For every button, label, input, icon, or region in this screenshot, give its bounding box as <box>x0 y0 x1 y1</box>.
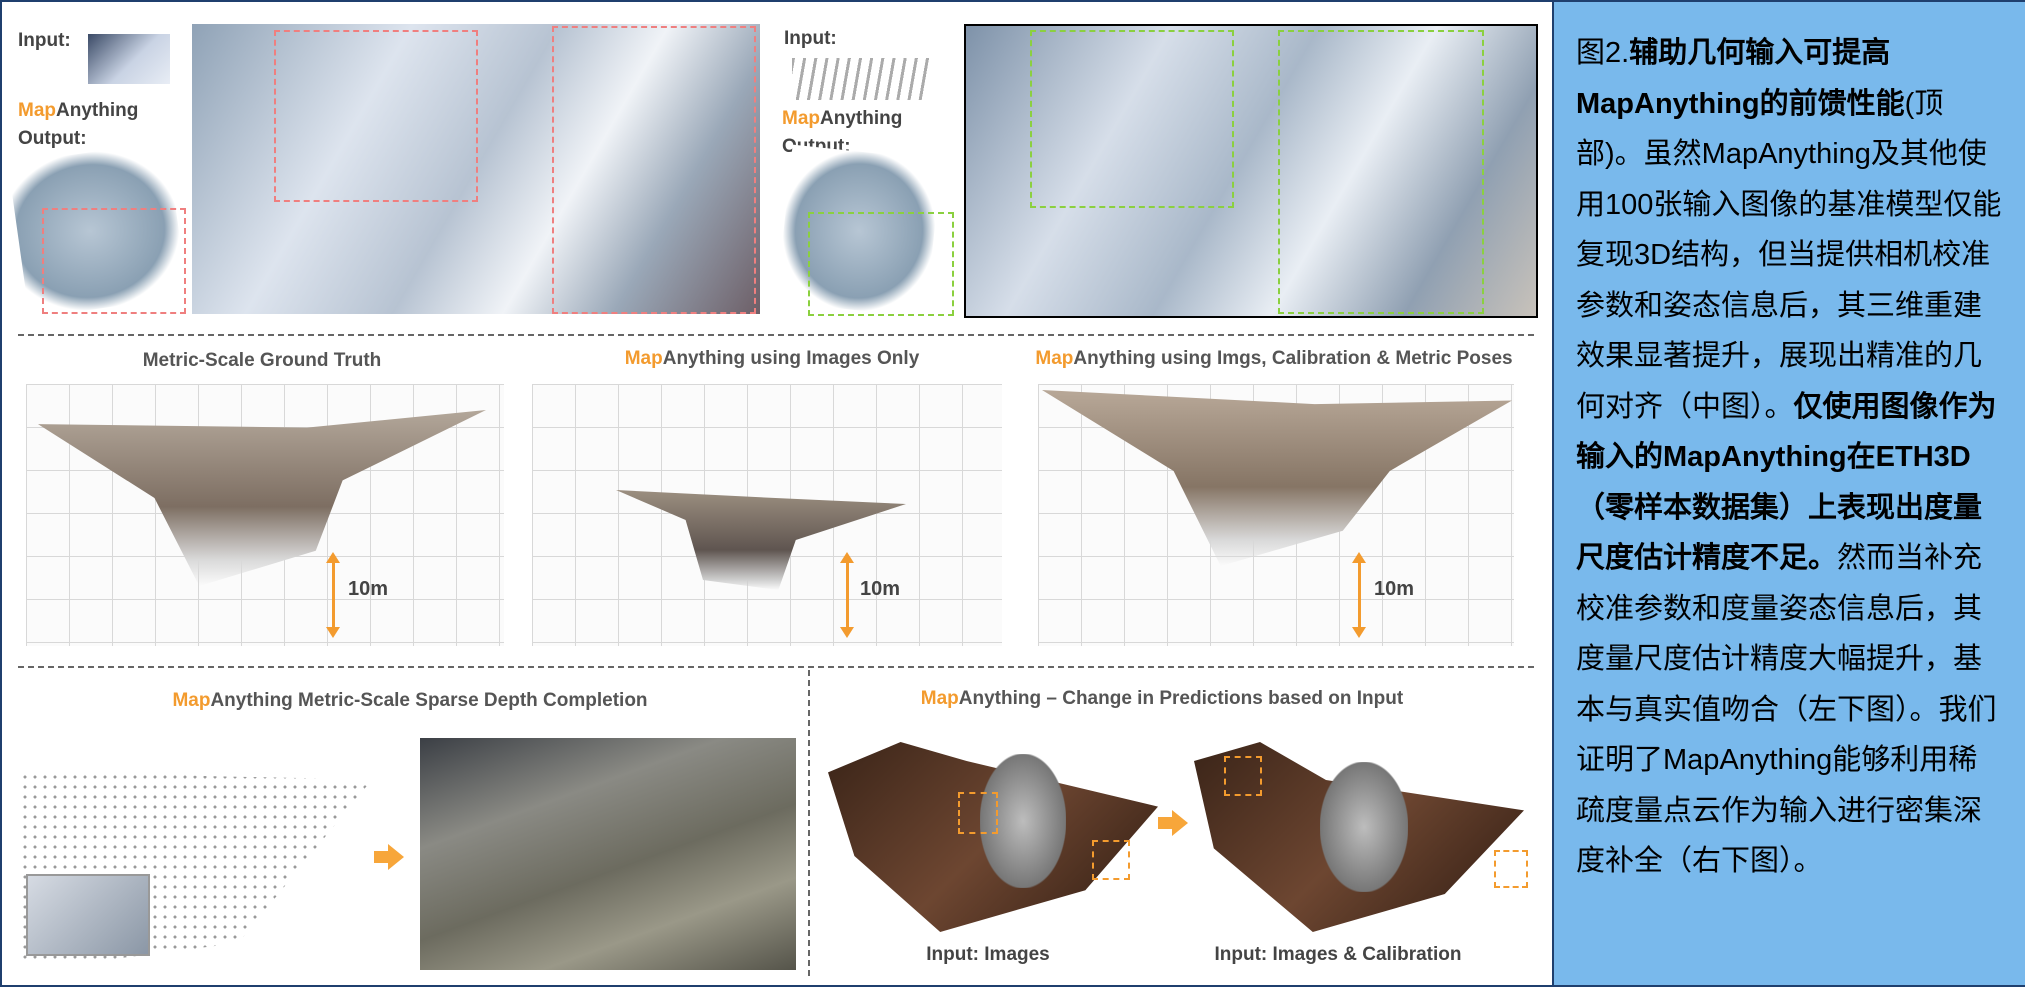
panel1-title: Metric-Scale Ground Truth <box>142 350 382 371</box>
divider-top <box>18 334 1534 336</box>
camera-box-right-2 <box>1494 850 1528 888</box>
top-left-output-label: Output: <box>18 128 87 149</box>
bottom-left-title-text: Anything Metric-Scale Sparse Depth Compl… <box>210 690 648 711</box>
camera-box-left-2 <box>1092 840 1130 880</box>
top-left-input-thumbnails <box>88 34 170 84</box>
caption-bold-1: 辅助几何输入可提高MapAnything的前馈性能 <box>1576 37 1905 120</box>
caption-bold-2: 仅使用图像作为输入的MapAnything在ETH3D（零样本数据集）上表现出度… <box>1576 390 1997 575</box>
statue-object-right <box>1320 762 1408 892</box>
top-right-zoom-box-2 <box>1278 30 1484 314</box>
bottom-right-title: MapAnything – Change in Predictions base… <box>921 688 1403 710</box>
top-right-reconstruction-image <box>964 24 1538 318</box>
caption-input-images-calibration: Input: Images & Calibration <box>1214 944 1462 965</box>
divider-middle <box>18 666 1534 668</box>
camera-box-left-1 <box>958 792 998 834</box>
top-right-input-points <box>792 58 930 100</box>
caption-sidebar: 图2.辅助几何输入可提高MapAnything的前馈性能(顶部)。虽然MapAn… <box>1552 2 2025 985</box>
caption-prefix: 图2. <box>1576 37 1630 69</box>
dense-depth-output <box>420 738 796 970</box>
brand-anything: Anything <box>820 108 903 129</box>
top-left-brand-label: MapAnything <box>18 100 138 122</box>
panel3-scale-arrow <box>1352 552 1366 638</box>
bottom-left-title: MapAnything Metric-Scale Sparse Depth Co… <box>172 690 647 712</box>
statue-object-left <box>980 754 1066 888</box>
caption-input-images: Input: Images <box>926 944 1050 965</box>
brand-map: Map <box>172 690 211 711</box>
caption-part-2: (顶部)。虽然MapAnything及其他使用100张输入图像的基准模型仅能复现… <box>1576 87 2002 423</box>
caption-text: 图2.辅助几何输入可提高MapAnything的前馈性能(顶部)。虽然MapAn… <box>1576 28 2006 887</box>
brand-map: Map <box>624 348 663 369</box>
caption-part-3: 然而当补充校准参数和度量姿态信息后，其度量尺度估计精度大幅提升，基本与真实值吻合… <box>1576 542 1997 877</box>
panel2-scale-arrow <box>840 552 854 638</box>
top-left-zoom-box-1 <box>274 30 478 202</box>
brand-anything: Anything <box>56 100 139 121</box>
top-left-input-label: Input: <box>18 30 71 51</box>
brand-map: Map <box>920 688 959 709</box>
bottom-right-title-text: Anything – Change in Predictions based o… <box>958 688 1404 709</box>
brand-map: Map <box>18 100 56 121</box>
brand-map: Map <box>1035 348 1074 369</box>
top-left-zoom-box-2 <box>552 26 756 314</box>
panel3-title: MapAnything using Imgs, Calibration & Me… <box>1035 348 1512 370</box>
panel2-grid <box>532 384 1002 646</box>
panel1-scale-arrow <box>326 552 340 638</box>
top-right-zoom-box-1 <box>1030 30 1234 208</box>
camera-box-right-1 <box>1224 756 1262 796</box>
divider-bottom-vertical <box>808 670 810 976</box>
brand-map: Map <box>782 108 820 129</box>
panel3-scale-label: 10m <box>1374 578 1415 600</box>
top-left-highlight-box <box>42 208 186 314</box>
top-right-input-label: Input: <box>784 28 837 49</box>
top-right-highlight-box <box>808 212 954 316</box>
panel2-title: MapAnything using Images Only <box>625 348 920 370</box>
top-right-brand-label: MapAnything <box>782 108 902 130</box>
panel2-scale-label: 10m <box>860 578 901 600</box>
panel1-scale-label: 10m <box>348 578 389 600</box>
panel2-title-text: Anything using Images Only <box>662 348 920 369</box>
panel3-title-text: Anything using Imgs, Calibration & Metri… <box>1073 348 1513 369</box>
camera-frustum-icon <box>26 874 150 956</box>
